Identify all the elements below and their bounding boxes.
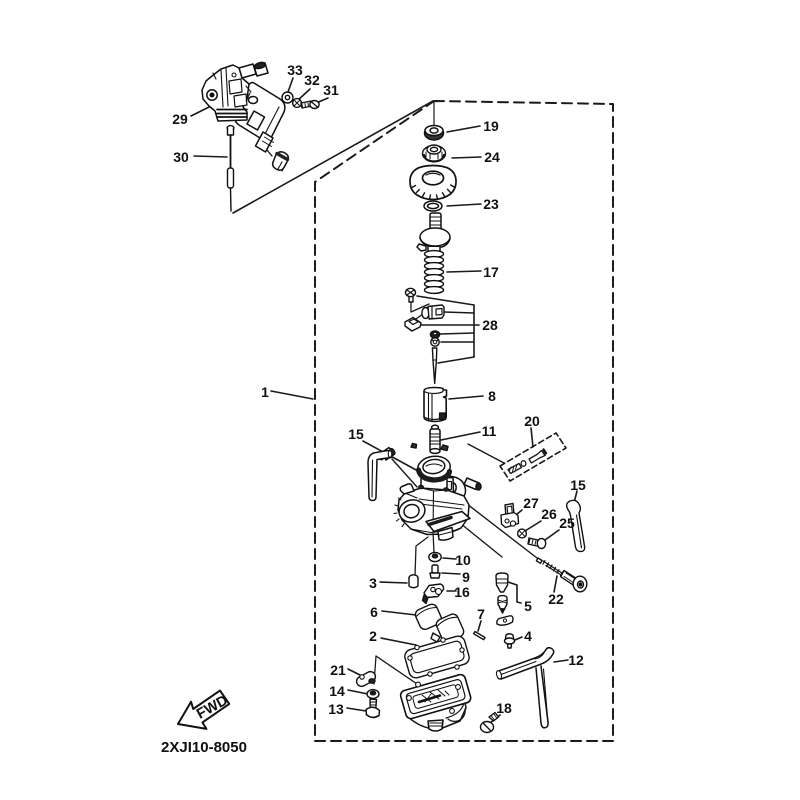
svg-text:2XJI10-8050: 2XJI10-8050 — [161, 739, 247, 756]
svg-text:32: 32 — [304, 72, 320, 88]
svg-text:12: 12 — [568, 652, 584, 668]
svg-text:33: 33 — [287, 62, 303, 78]
svg-text:25: 25 — [559, 515, 575, 531]
svg-text:26: 26 — [541, 506, 557, 522]
svg-text:21: 21 — [330, 662, 346, 678]
svg-text:28: 28 — [482, 317, 498, 333]
svg-text:18: 18 — [496, 700, 512, 716]
svg-text:13: 13 — [328, 701, 344, 717]
svg-text:1: 1 — [261, 384, 269, 400]
svg-text:10: 10 — [455, 552, 471, 568]
svg-text:23: 23 — [483, 196, 499, 212]
svg-text:4: 4 — [524, 628, 532, 644]
svg-text:22: 22 — [548, 591, 564, 607]
svg-text:15: 15 — [348, 426, 364, 442]
svg-text:27: 27 — [523, 495, 539, 511]
svg-text:17: 17 — [483, 264, 499, 280]
svg-text:19: 19 — [483, 118, 499, 134]
svg-text:29: 29 — [172, 111, 188, 127]
svg-text:31: 31 — [323, 82, 339, 98]
svg-text:3: 3 — [369, 575, 377, 591]
svg-text:20: 20 — [524, 413, 540, 429]
svg-text:11: 11 — [482, 423, 497, 439]
svg-text:24: 24 — [484, 149, 500, 165]
svg-text:30: 30 — [173, 149, 189, 165]
svg-text:16: 16 — [454, 584, 470, 600]
svg-text:14: 14 — [329, 683, 345, 699]
svg-text:6: 6 — [370, 604, 378, 620]
svg-text:9: 9 — [462, 569, 470, 585]
svg-text:8: 8 — [488, 388, 496, 404]
svg-text:2: 2 — [369, 628, 377, 644]
svg-text:15: 15 — [570, 477, 586, 493]
svg-text:7: 7 — [477, 606, 485, 622]
svg-text:5: 5 — [524, 598, 532, 614]
